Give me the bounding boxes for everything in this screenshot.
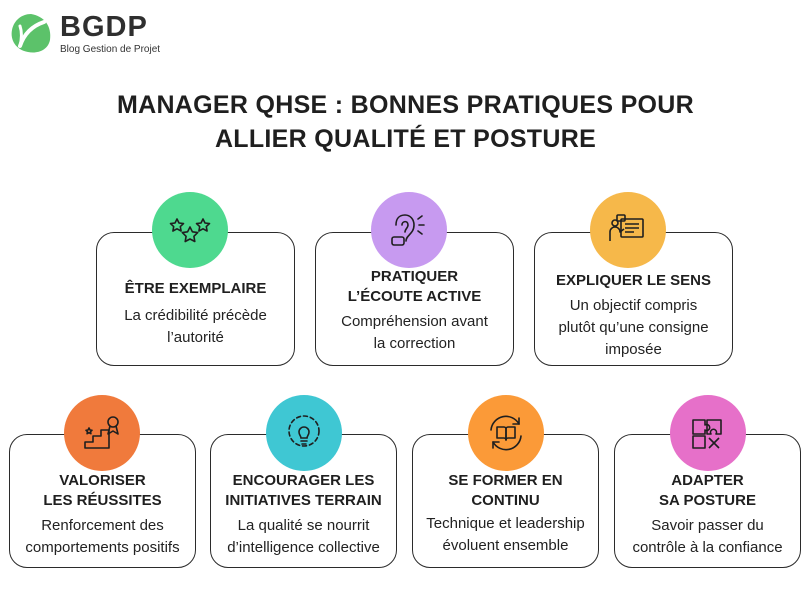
card-text: Savoir passer du contrôle à la confiance — [632, 517, 783, 556]
leaf-logo-icon — [11, 14, 51, 53]
practice-card-adapt-posture: ADAPTER SA POSTURE Savoir passer du cont… — [614, 434, 801, 568]
card-text: Compréhension avant la correction — [341, 313, 488, 352]
card-badge-field-initiatives — [266, 395, 342, 471]
card-heading: ÊTRE EXEMPLAIRE — [124, 280, 267, 297]
card-heading: PRATIQUER L’ÉCOUTE ACTIVE — [347, 268, 482, 305]
puzzle-pieces-icon — [692, 419, 722, 449]
presentation-board-icon — [609, 214, 644, 241]
card-badge-continuous-learning — [468, 395, 544, 471]
card-badge-exemplary — [152, 192, 228, 268]
card-text: Technique et leadership évoluent ensembl… — [426, 515, 585, 554]
ear-listening-icon — [391, 214, 425, 246]
brand-tagline: Blog Gestion de Projet — [60, 44, 161, 55]
card-text: Un objectif compris plutôt qu’une consig… — [558, 297, 709, 358]
card-text: La crédibilité précède l’autorité — [124, 307, 267, 346]
brand-name: BGDP — [60, 11, 148, 43]
book-cycle-icon — [490, 415, 522, 451]
card-badge-active-listening — [371, 192, 447, 268]
brand-logo: BGDP Blog Gestion de Projet — [8, 8, 168, 58]
card-heading: ADAPTER SA POSTURE — [659, 472, 756, 509]
card-heading: SE FORMER EN CONTINU — [448, 472, 563, 509]
card-text: La qualité se nourrit d’intelligence col… — [227, 517, 380, 556]
three-stars-rating-icon — [169, 218, 211, 243]
podium-award-icon — [84, 416, 119, 449]
card-badge-explain-meaning — [590, 192, 666, 268]
page-title-line-2: ALLIER QUALITÉ ET POSTURE — [214, 125, 597, 153]
card-heading: VALORISER LES RÉUSSITES — [43, 472, 162, 509]
lightbulb-gear-icon — [288, 415, 320, 447]
page-title: MANAGER QHSE : BONNES PRATIQUES POUR ALL… — [0, 88, 811, 156]
card-text: Renforcement des comportements positifs — [25, 517, 180, 556]
card-heading: EXPLIQUER LE SENS — [555, 272, 712, 289]
card-badge-celebrate-success — [64, 395, 140, 471]
page-title-line-1: MANAGER QHSE : BONNES PRATIQUES POUR — [116, 91, 695, 119]
card-heading: ENCOURAGER LES INITIATIVES TERRAIN — [225, 472, 382, 509]
card-badge-adapt-posture — [670, 395, 746, 471]
